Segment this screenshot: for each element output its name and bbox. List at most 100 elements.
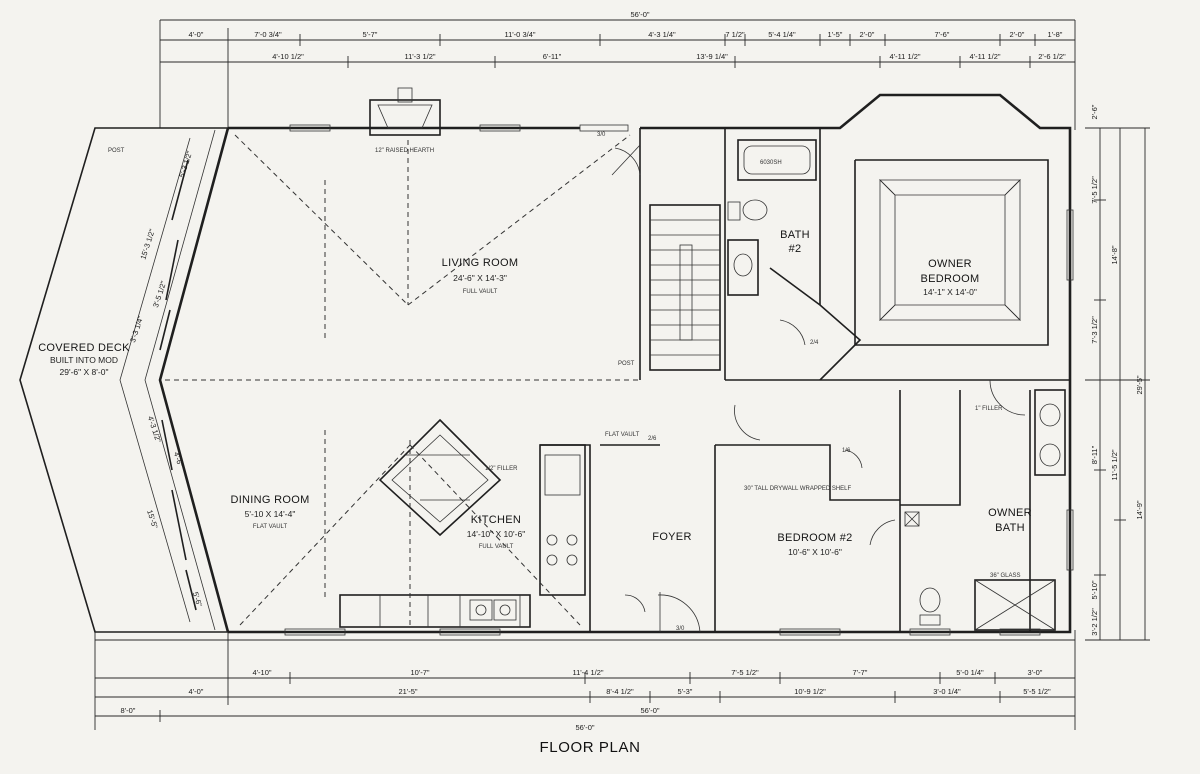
dim-top-1-11: 1'-8" <box>1048 30 1063 39</box>
dim-top-1-3: 11'-0 3/4" <box>504 30 535 39</box>
dim-bot-3-0: 8'-0" <box>121 706 136 715</box>
dim-deck-2: 3'-5 1/2" <box>151 279 168 308</box>
dim-top-1-1: 7'-0 3/4" <box>254 30 282 39</box>
bath2-fixtures <box>727 139 817 296</box>
kitchen-counters <box>339 444 586 628</box>
shower-note: 36" GLASS <box>990 573 1020 579</box>
dim-bot-1-5: 5'-0 1/4" <box>956 668 984 677</box>
windows <box>284 124 1074 636</box>
dim-right-7: 14'-9" <box>1135 500 1144 519</box>
dim-top-2-6: 2'-6 1/2" <box>1038 52 1066 61</box>
dim-top-total: 56'-0" <box>630 10 649 19</box>
fireplace <box>369 87 441 136</box>
plan-notes: 1/2" FILLER 1" FILLER 30" TALL DRYWALL W… <box>108 132 1020 632</box>
dim-top-1-0: 4'-0" <box>189 30 204 39</box>
dim-bot-2-2: 8'-4 1/2" <box>606 687 634 696</box>
dim-bot-2-4: 10'-9 1/2" <box>794 687 826 696</box>
flat-vault-note: FLAT VAULT <box>605 432 640 438</box>
deck-windows <box>159 159 197 611</box>
dim-bot-2-1: 21'-5" <box>398 687 417 696</box>
dining-room-size: 5'-10 X 14'-4" <box>245 509 296 519</box>
dim-bot-2-3: 5'-3" <box>678 687 693 696</box>
owner-bath-label-2: BATH <box>995 522 1025 534</box>
bath2-label-1: BATH <box>780 229 810 241</box>
dim-right-4: 29'-5" <box>1135 375 1144 394</box>
door-2-4-note: 2/4 <box>810 340 819 346</box>
dim-bot-2-0: 4'-0" <box>189 687 204 696</box>
dim-bot-1-1: 10'-7" <box>410 668 429 677</box>
door-note-foyer: 3/0 <box>676 626 685 632</box>
dim-right-0: 2'-6" <box>1090 104 1099 119</box>
dim-deck-7: 5'-6" <box>191 591 204 608</box>
dim-bot-1-2: 11'-4 1/2" <box>572 668 603 677</box>
door-2-6-note: 2/6 <box>648 436 657 442</box>
kitchen-note: FULL VAULT <box>479 544 514 550</box>
bedroom2-size: 10'-6" X 10'-6" <box>788 547 842 557</box>
dining-room-label: DINING ROOM <box>230 494 309 506</box>
shelf-note: 30" TALL DRYWALL WRAPPED SHELF <box>744 486 852 492</box>
post-note-living: POST <box>618 361 635 367</box>
living-room-size: 24'-6" X 14'-3" <box>453 273 507 283</box>
living-room-label: LIVING ROOM <box>442 257 519 269</box>
closet-filler-note: 1" FILLER <box>975 406 1003 412</box>
owner-bedroom-label-1: OWNER <box>928 258 972 270</box>
dim-top-2-2: 6'-11" <box>543 52 562 61</box>
dim-bot-2-6: 5'-5 1/2" <box>1023 687 1051 696</box>
dim-right-8: 5'-10" <box>1090 580 1099 599</box>
dim-top-1-8: 2'-0" <box>860 30 875 39</box>
dim-top-2-5: 4'-11 1/2" <box>969 52 1000 61</box>
bath2-label-2: #2 <box>789 243 802 255</box>
hearth-note: 12" RAISED HEARTH <box>375 148 434 154</box>
kitchen-size: 14'-10" X 10'-6" <box>467 529 525 539</box>
covered-deck-label: COVERED DECK <box>38 342 130 354</box>
dim-bot-total: 56'-0" <box>575 723 594 732</box>
living-room-note: FULL VAULT <box>463 289 498 295</box>
dim-right-2: 14'-8" <box>1110 245 1119 264</box>
top-dimensions: 56'-0" 4'-0" 7'-0 3/4" 5'-7" 11'-0 3/4" … <box>189 10 1067 61</box>
dim-top-1-10: 2'-0" <box>1010 30 1025 39</box>
room-labels: LIVING ROOM 24'-6" X 14'-3" FULL VAULT D… <box>38 229 1032 557</box>
dim-bot-1-0: 4'-10" <box>252 668 271 677</box>
bottom-dimensions: 4'-10" 10'-7" 11'-4 1/2" 7'-5 1/2" 7'-7"… <box>121 668 1052 732</box>
floor-plan-caption: FLOOR PLAN <box>539 739 640 756</box>
owner-bath-label-1: OWNER <box>988 507 1032 519</box>
dim-right-1: 7'-5 1/2" <box>1090 176 1099 204</box>
interior-walls <box>540 128 1070 632</box>
owner-bedroom-size: 14'-1" X 14'-0" <box>923 287 977 297</box>
dim-top-2-1: 11'-3 1/2" <box>404 52 435 61</box>
tub-note: 6030SH <box>760 160 782 166</box>
dim-top-2-4: 4'-11 1/2" <box>889 52 920 61</box>
dim-top-1-2: 5'-7" <box>363 30 378 39</box>
bedroom2-label: BEDROOM #2 <box>777 532 852 544</box>
dim-top-1-4: 4'-3 1/4" <box>648 30 676 39</box>
dim-bot-3-1: 56'-0" <box>640 706 659 715</box>
dim-top-1-7: 1'-5" <box>828 30 843 39</box>
right-dimensions: 2'-6" 7'-5 1/2" 14'-8" 7'-3 1/2" 29'-5" … <box>1090 104 1144 636</box>
covered-deck-size: 29'-6" X 8'-0" <box>60 367 109 377</box>
dining-room-note: FLAT VAULT <box>253 524 288 530</box>
stairs <box>649 204 721 371</box>
kitchen-filler-note: 1/2" FILLER <box>485 466 518 472</box>
dim-top-2-0: 4'-10 1/2" <box>272 52 304 61</box>
tray-ceiling <box>879 179 1021 321</box>
post-note-deck: POST <box>108 148 125 154</box>
dim-right-9: 3'-2 1/2" <box>1090 608 1099 636</box>
dim-top-1-9: 7'-6" <box>935 30 950 39</box>
exterior-walls <box>19 93 1072 634</box>
door-1-6-note: 1/6 <box>842 448 851 454</box>
dim-top-1-5: 7 1/2" <box>725 30 745 39</box>
dim-top-2-3: 13'-9 1/4" <box>696 52 728 61</box>
dim-bot-1-6: 3'-0" <box>1028 668 1043 677</box>
owner-bath-fixtures <box>904 389 1066 631</box>
dimension-lines <box>94 19 1150 730</box>
foyer-label: FOYER <box>652 531 691 543</box>
dim-right-3: 7'-3 1/2" <box>1090 316 1099 344</box>
dim-deck-4: 4'-3 1/2" <box>146 415 163 444</box>
dim-right-6: 11'-5 1/2" <box>1110 449 1119 480</box>
dim-deck-0: 15'-3 1/2" <box>138 227 156 260</box>
doors <box>611 144 1026 633</box>
dim-bot-1-4: 7'-7" <box>853 668 868 677</box>
dim-bot-2-5: 3'-0 1/4" <box>933 687 961 696</box>
dim-deck-1: 3'-3 1/4" <box>128 314 145 343</box>
